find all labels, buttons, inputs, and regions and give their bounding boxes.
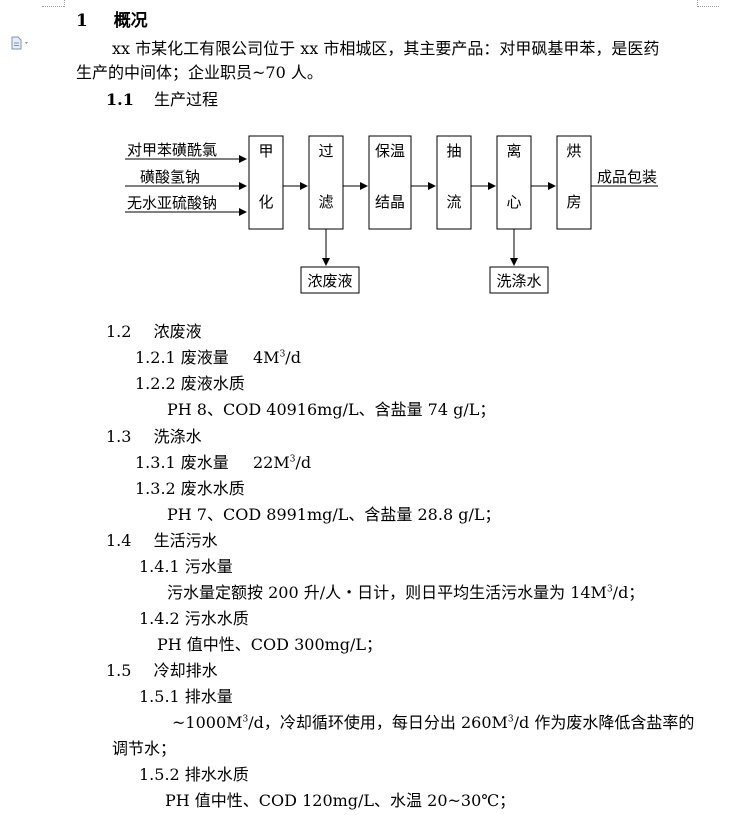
section-title: 冷却排水	[153, 661, 218, 680]
process-flow-diagram: 对甲苯磺酰氯 磺酸氢钠 无水亚硫酸钠 甲 化 过 滤 保温 结晶 抽 流 离 心…	[125, 135, 658, 294]
step-1-top: 甲	[258, 142, 273, 160]
section-number: 1.5	[106, 661, 132, 680]
corner-mark-top-left	[42, 6, 64, 8]
step-box-6	[556, 135, 592, 230]
section-1-1-heading: 1.1 生产过程	[106, 90, 218, 110]
corner-mark-top-right-v	[697, 0, 699, 7]
section-1-5-2: 1.5.2 排水水质	[139, 765, 249, 784]
section-1-3-2-text: PH 7、COD 8991mg/L、含盐量 28.8 g/L；	[167, 505, 501, 524]
waste-box-2	[489, 266, 549, 294]
input-label-2: 磺酸氢钠	[140, 168, 200, 186]
step-2-bottom: 滤	[318, 193, 333, 211]
item-label: 1.2.1 废液量	[135, 348, 229, 367]
step-4-bottom: 流	[446, 193, 461, 211]
input-label-3: 无水亚硫酸钠	[127, 194, 217, 212]
step-5-top: 离	[506, 142, 521, 160]
item-unit: /d	[285, 348, 301, 367]
section-1-2-heading: 1.2 浓废液	[106, 322, 202, 342]
item-label: 1.3.1 废水量	[135, 453, 229, 472]
section-title: 洗涤水	[153, 427, 202, 446]
section-1-4-2-text: PH 值中性、COD 300mg/L；	[157, 635, 383, 654]
text-part: /d；	[612, 583, 645, 602]
superscript: 3	[242, 714, 249, 725]
section-1-5-2-text: PH 值中性、COD 120mg/L、水温 20~30℃；	[165, 791, 516, 810]
output-label: 成品包装	[597, 168, 657, 186]
step-4-top: 抽	[446, 142, 461, 160]
section-1-2-2-text: PH 8、COD 40916mg/L、含盐量 74 g/L；	[167, 400, 496, 419]
step-3-bottom: 结晶	[375, 193, 405, 211]
step-6-top: 烘	[566, 142, 581, 160]
step-box-3	[368, 135, 412, 230]
step-1-bottom: 化	[258, 193, 273, 211]
superscript: 3	[606, 584, 613, 595]
section-1-4-1-text: 污水量定额按 200 升/人・日计，则日平均生活污水量为 14M3/d；	[167, 583, 644, 603]
item-value: 4M	[253, 348, 280, 367]
superscript: 3	[289, 454, 296, 465]
section-1-4-1: 1.4.1 污水量	[139, 557, 233, 576]
section-1-3-1: 1.3.1 废水量 22M3/d	[135, 453, 311, 473]
superscript: 3	[507, 714, 514, 725]
corner-mark-top-left-v	[64, 0, 66, 7]
section-1-4-heading: 1.4 生活污水	[106, 531, 218, 551]
section-1-4-2: 1.4.2 污水水质	[139, 609, 249, 628]
step-2-top: 过	[318, 142, 333, 160]
superscript: 3	[279, 349, 286, 360]
section-1-5-1-text: ~1000M3/d，冷却循环使用，每日分出 260M3/d 作为废水降低含盐率的	[172, 713, 694, 733]
section-number: 1.2	[106, 322, 132, 341]
document-icon[interactable]	[10, 36, 32, 50]
section-1-3-heading: 1.3 洗涤水	[106, 427, 202, 447]
waste-label-1: 浓废液	[307, 272, 352, 290]
section-title: 浓废液	[153, 322, 202, 341]
section-1-2-1: 1.2.1 废液量 4M3/d	[135, 348, 301, 368]
corner-mark-top-right	[697, 6, 719, 8]
item-value: 22M	[253, 453, 290, 472]
step-box-1	[248, 135, 284, 230]
section-1-3-2: 1.3.2 废水水质	[135, 479, 245, 498]
section-1-5-heading: 1.5 冷却排水	[106, 661, 218, 681]
heading-1-number: 1	[76, 11, 88, 31]
section-title: 生活污水	[153, 531, 218, 550]
section-number: 1.1	[106, 90, 134, 109]
section-1-2-2: 1.2.2 废液水质	[135, 374, 245, 393]
step-6-bottom: 房	[566, 193, 581, 211]
waste-box-1	[300, 266, 360, 294]
step-box-5	[496, 135, 532, 230]
section-number: 1.3	[106, 427, 132, 446]
item-unit: /d	[295, 453, 312, 472]
text-part: 污水量定额按 200 升/人・日计，则日平均生活污水量为 14M	[167, 583, 607, 602]
intro-line-1: xx 市某化工有限公司位于 xx 市相城区，其主要产品：对甲砜基甲苯，是医药	[112, 39, 660, 58]
heading-1: 1 概况	[76, 11, 148, 31]
text-part: /d，冷却循环使用，每日分出 260M	[248, 713, 508, 732]
waste-label-2: 洗涤水	[496, 272, 541, 290]
input-label-1: 对甲苯磺酰氯	[127, 141, 217, 159]
heading-1-title: 概况	[113, 11, 148, 31]
section-number: 1.4	[106, 531, 132, 550]
step-5-bottom: 心	[506, 193, 521, 211]
intro-line-2: 生产的中间体；企业职员~70 人。	[76, 63, 323, 82]
text-part: ~1000M	[172, 713, 243, 732]
step-box-4	[436, 135, 472, 230]
section-1-5-1-text-line-2: 调节水；	[112, 739, 177, 758]
section-1-5-1: 1.5.1 排水量	[139, 687, 233, 706]
step-3-top: 保温	[375, 142, 405, 160]
section-title: 生产过程	[154, 90, 219, 109]
text-part: /d 作为废水降低含盐率的	[513, 713, 695, 732]
